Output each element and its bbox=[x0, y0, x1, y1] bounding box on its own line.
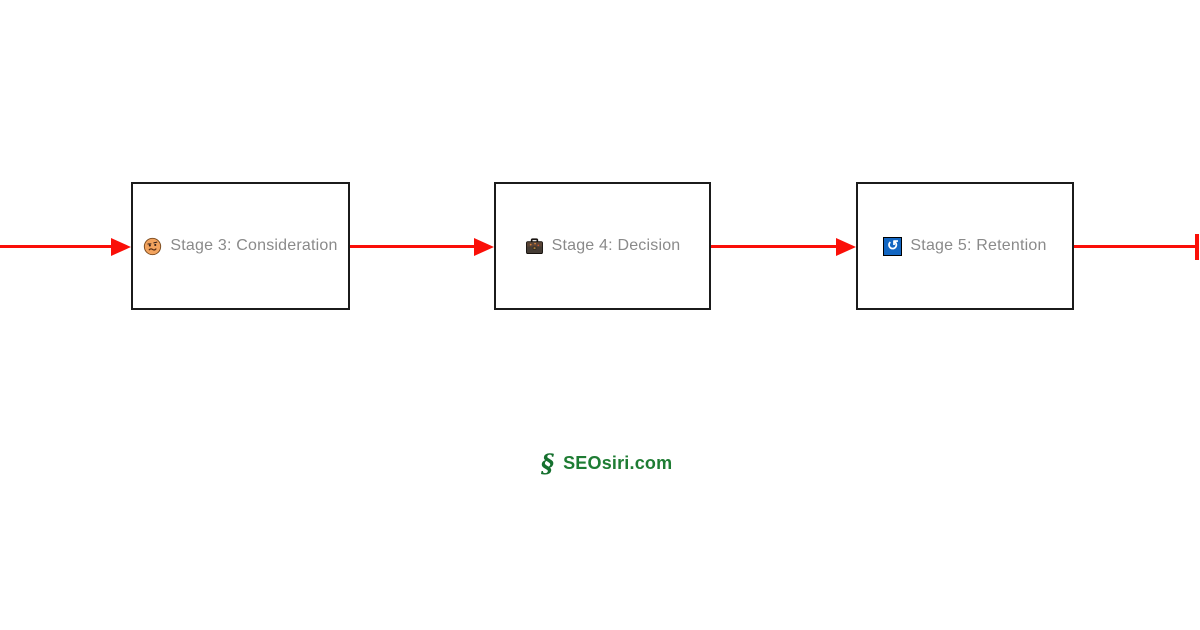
section-sign-logo-icon: § bbox=[541, 449, 555, 478]
brand-logo: § SEOsiri.com bbox=[541, 451, 672, 476]
connector-incoming-arrowhead-icon bbox=[111, 238, 131, 256]
connector-4-5-arrowhead-icon bbox=[836, 238, 856, 256]
connector-outgoing-endcap bbox=[1195, 234, 1199, 260]
stage-node-retention: ↺ Stage 5: Retention bbox=[856, 182, 1074, 310]
refresh-glyph: ↺ bbox=[887, 237, 899, 253]
connector-3-4-arrowhead-icon bbox=[474, 238, 494, 256]
refresh-icon: ↺ bbox=[883, 236, 903, 256]
thinking-face-icon bbox=[143, 237, 162, 256]
stage-node-decision: Stage 4: Decision bbox=[494, 182, 711, 310]
stage-label: Stage 3: Consideration bbox=[170, 237, 338, 254]
briefcase-icon bbox=[525, 237, 544, 256]
stage-label: Stage 4: Decision bbox=[551, 237, 681, 254]
stage-label: Stage 5: Retention bbox=[910, 237, 1047, 254]
brand-logo-text: SEOsiri.com bbox=[563, 453, 673, 473]
connector-4-5-line bbox=[711, 245, 838, 248]
stage-node-consideration: Stage 3: Consideration bbox=[131, 182, 350, 310]
connector-incoming-line bbox=[0, 245, 113, 248]
connector-3-4-line bbox=[350, 245, 476, 248]
connector-outgoing-line bbox=[1074, 245, 1196, 248]
